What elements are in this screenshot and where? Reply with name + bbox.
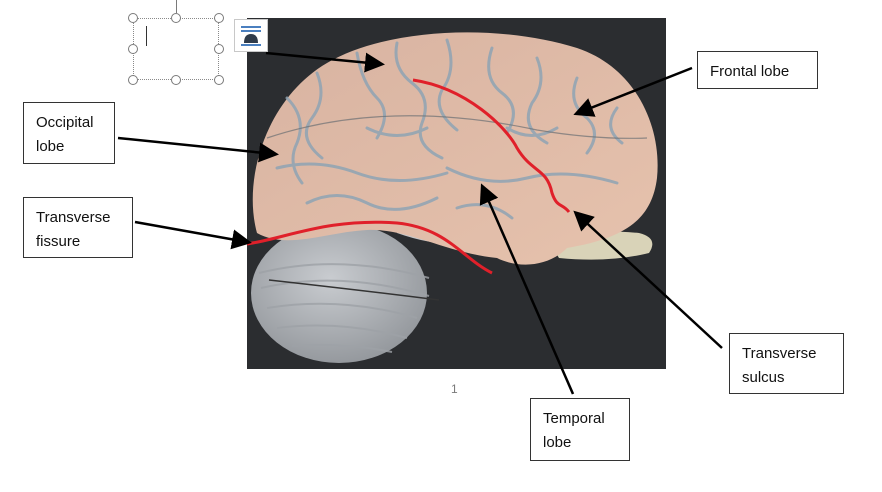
resize-handle-icon[interactable] (128, 75, 138, 85)
page-number: 1 (451, 382, 458, 396)
central-sulcus-line (412, 78, 571, 213)
label-transverse-sulcus[interactable]: Transverse sulcus (729, 333, 844, 394)
arrow-transverse-sulcus (573, 210, 723, 349)
arrow-from-selected-box (265, 51, 385, 73)
rotation-handle-stem (176, 0, 177, 13)
brain-model-photo[interactable] (247, 18, 666, 369)
label-occipital-lobe[interactable]: Occipital lobe (23, 102, 115, 164)
text-caret (146, 26, 147, 46)
resize-handle-icon[interactable] (214, 13, 224, 23)
arrow-temporal (479, 183, 575, 395)
arrow-frontal (573, 66, 693, 117)
label-transverse-fissure[interactable]: Transverse fissure (23, 197, 133, 258)
resize-handle-icon[interactable] (171, 75, 181, 85)
resize-handle-icon[interactable] (128, 44, 138, 54)
arrow-transverse-fissure (134, 220, 252, 250)
transverse-fissure-line (247, 220, 493, 275)
label-frontal-lobe[interactable]: Frontal lobe (697, 51, 818, 89)
label-temporal-lobe[interactable]: Temporal lobe (530, 398, 630, 461)
cerebrum (252, 32, 658, 265)
resize-handle-icon[interactable] (171, 13, 181, 23)
layout-options-icon (241, 26, 261, 46)
brain-illustration (247, 18, 666, 369)
resize-handle-icon[interactable] (128, 13, 138, 23)
resize-handle-icon[interactable] (214, 44, 224, 54)
layout-options-button[interactable] (234, 19, 268, 52)
cerebellum (251, 223, 427, 363)
arrow-occipital (117, 136, 279, 163)
resize-handle-icon[interactable] (214, 75, 224, 85)
